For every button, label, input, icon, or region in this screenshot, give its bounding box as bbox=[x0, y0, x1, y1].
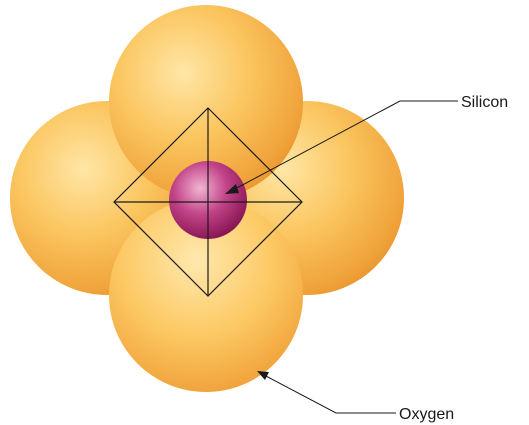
oxygen-callout: Oxygen bbox=[257, 371, 454, 423]
oxygen-atom-top bbox=[109, 5, 303, 199]
oxygen-label: Oxygen bbox=[399, 406, 454, 423]
oxygen-leader-line bbox=[263, 374, 396, 414]
silicon-leader-line bbox=[232, 100, 458, 191]
silicon-callout: Silicon bbox=[225, 94, 508, 194]
silicon-arrowhead bbox=[225, 184, 239, 194]
oxygen-atom-front bbox=[109, 198, 303, 392]
tetrahedron-wireframe bbox=[113, 107, 303, 297]
silicon-label: Silicon bbox=[461, 94, 508, 111]
oxygen-arrowhead bbox=[257, 371, 269, 380]
